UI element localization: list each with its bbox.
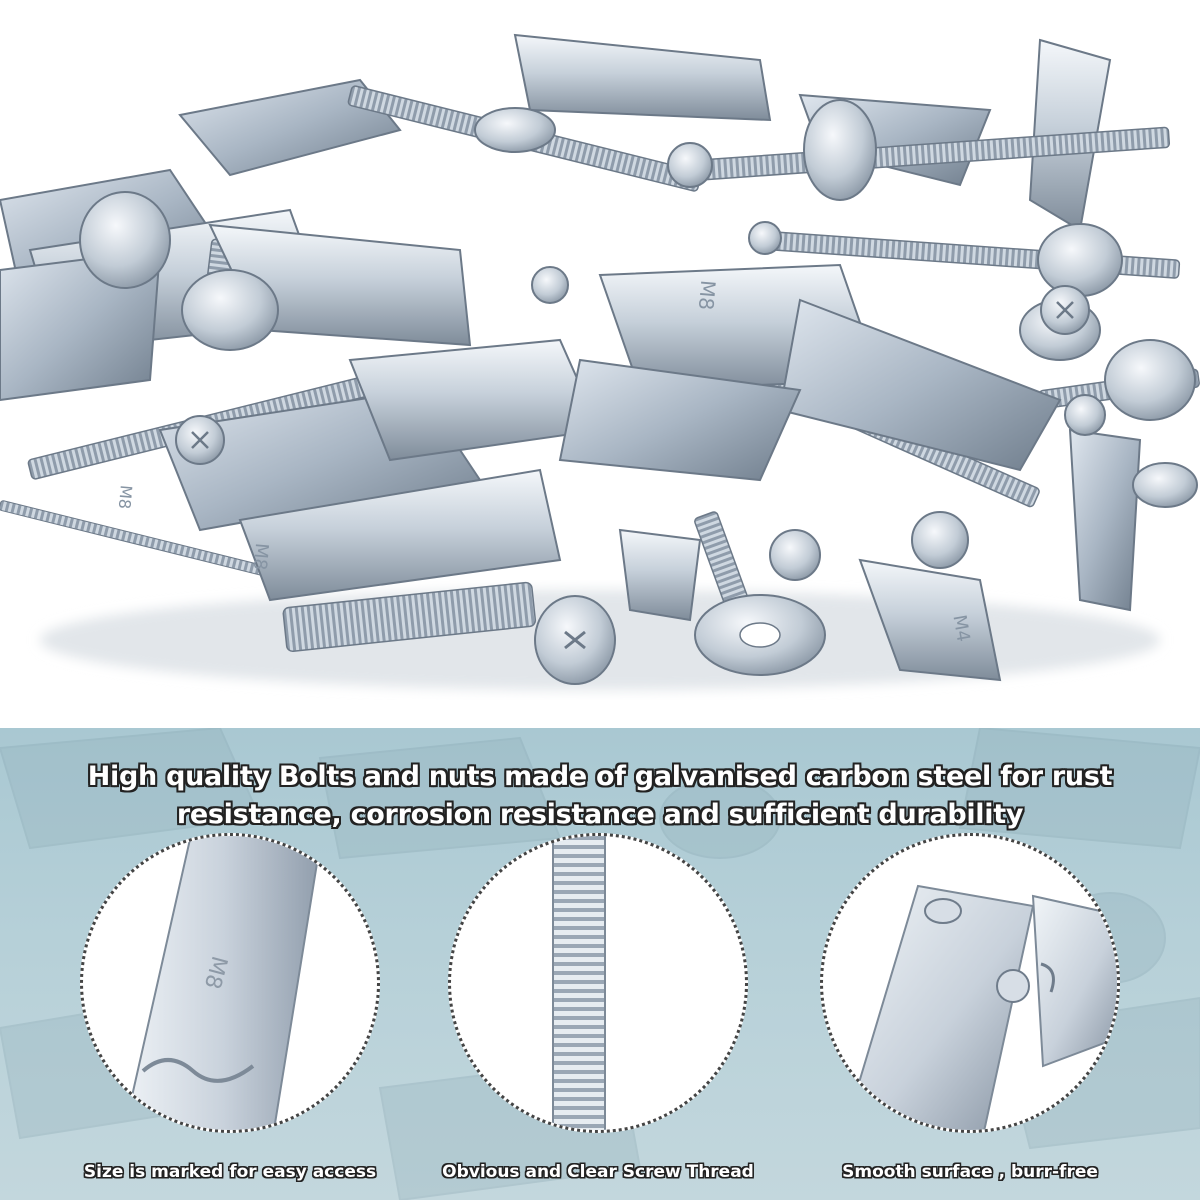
size-mark: M8	[694, 279, 721, 311]
size-marks: M8 M8 M8 M4	[115, 279, 974, 643]
feature-caption: Obvious and Clear Screw Thread	[442, 1162, 754, 1182]
product-photo: M8 M8 M8 M4	[0, 33, 1200, 690]
smooth-surface-closeup	[843, 884, 1117, 1130]
feature-panel: High quality Bolts and nuts made of galv…	[0, 728, 1200, 1200]
headline-line-1: High quality Bolts and nuts made of galv…	[87, 761, 1113, 792]
headline: High quality Bolts and nuts made of galv…	[30, 758, 1170, 834]
headline-line-2: resistance, corrosion resistance and suf…	[176, 799, 1024, 830]
toggle-bolt-pile: M8 M8 M8 M4	[0, 33, 1200, 690]
feature-circle: M8	[80, 833, 380, 1133]
screw-thread-closeup	[552, 836, 606, 1130]
feature-circle	[448, 833, 748, 1133]
bolt-head	[175, 142, 1106, 685]
feature-circle	[820, 833, 1120, 1133]
feature-caption: Size is marked for easy access	[83, 1162, 377, 1182]
size-mark: M4	[948, 613, 973, 643]
size-mark: M8	[115, 484, 136, 510]
size-mark-closeup: M8	[123, 836, 323, 1130]
size-mark: M8	[249, 542, 272, 571]
feature-caption: Smooth surface , burr-free	[842, 1162, 1098, 1182]
washer	[79, 99, 1198, 676]
